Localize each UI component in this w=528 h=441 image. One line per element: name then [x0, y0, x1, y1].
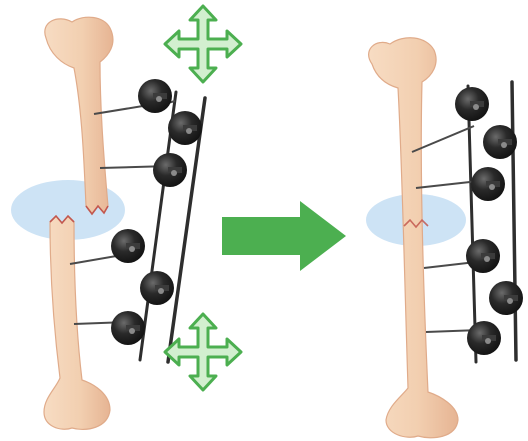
clamp: [489, 281, 523, 315]
left-panel: [11, 6, 241, 429]
clamp: [140, 271, 174, 305]
clamp: [138, 79, 172, 113]
clamp: [455, 87, 489, 121]
clamp: [153, 153, 187, 187]
right-panel: [366, 38, 523, 438]
clamp: [467, 321, 501, 355]
four-way-arrow-icon: [165, 6, 241, 82]
four-way-arrow-icon: [165, 314, 241, 390]
right-arrow-icon: [222, 201, 346, 271]
clamp: [168, 111, 202, 145]
clamp: [466, 239, 500, 273]
clamp: [111, 229, 145, 263]
clamp: [111, 311, 145, 345]
clamp: [483, 125, 517, 159]
fixator-rods: [468, 82, 516, 362]
clamp: [471, 167, 505, 201]
